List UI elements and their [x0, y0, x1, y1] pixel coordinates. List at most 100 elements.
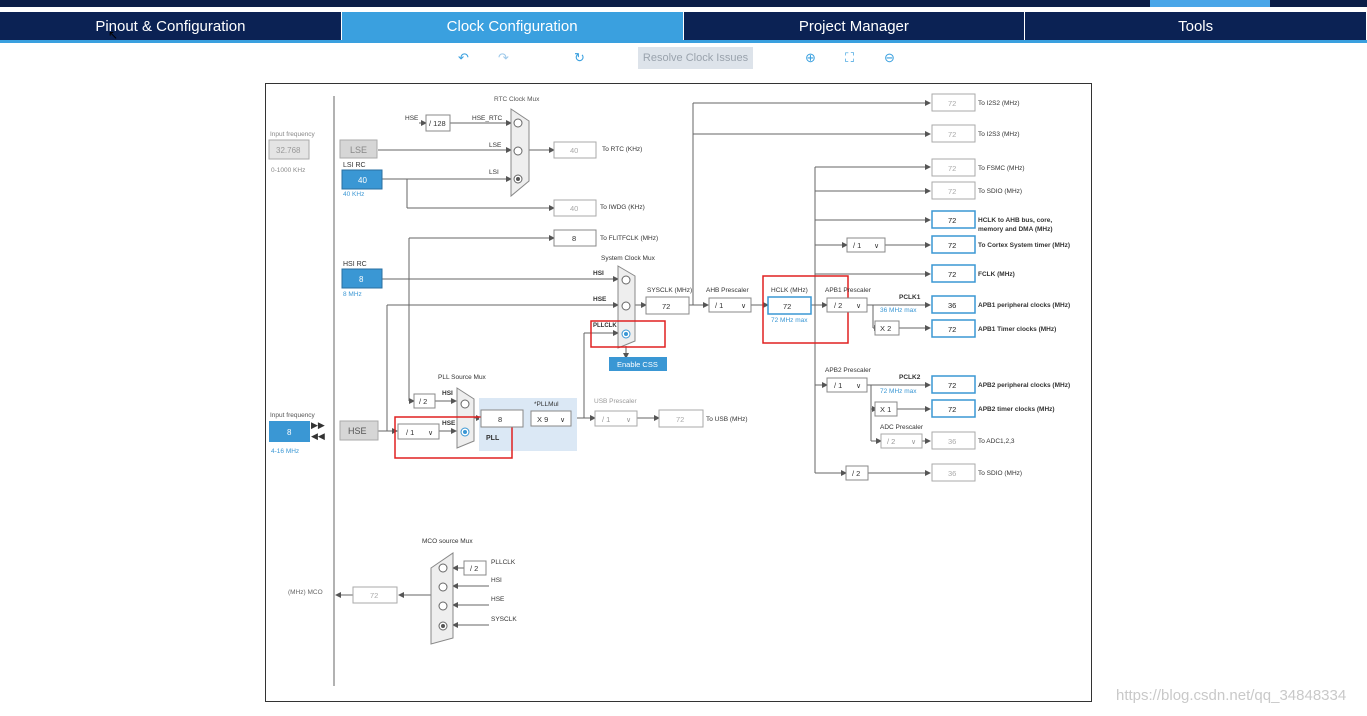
output-value-box[interactable] [931, 431, 976, 450]
usb-value: 72 [676, 415, 684, 424]
tab-pinout-configuration[interactable]: Pinout & Configuration [0, 12, 342, 40]
mco-hse-label: HSE [491, 596, 505, 603]
enable-css-button[interactable] [609, 357, 667, 371]
fit-screen-icon[interactable]: ⛶ [845, 50, 855, 65]
output-label: APB2 peripheral clocks (MHz) [978, 382, 1070, 389]
usb-prescaler-select[interactable] [594, 410, 638, 427]
rtc-lse-label: LSE [489, 142, 502, 149]
output-label: FCLK (MHz) [978, 271, 1015, 278]
hsi-note: 8 MHz [343, 291, 362, 298]
mco-hsi-label: HSI [491, 577, 502, 584]
tab-project-manager[interactable]: Project Manager [684, 12, 1026, 40]
main-tabs: Pinout & Configuration Clock Configurati… [0, 12, 1367, 40]
x2-box [874, 320, 900, 336]
hse-freq-value: 8 [287, 428, 292, 437]
output-value-box[interactable] [931, 158, 976, 177]
hclk-input[interactable] [767, 296, 812, 315]
apb2-prescaler-select[interactable] [826, 377, 868, 393]
clock-toolbar: ↶ ↷ ↻ Resolve Clock Issues ⊕ ⛶ ⊖ [0, 46, 1367, 70]
watermark: https://blog.csdn.net/qq_34848334 [1116, 687, 1347, 704]
output-label: To SDIO (MHz) [978, 470, 1022, 477]
div128: / 128 [429, 119, 446, 128]
output-value: 72 [948, 241, 956, 250]
output-label: HCLK to AHB bus, core, [978, 217, 1052, 224]
mco-div-box [463, 560, 487, 576]
rtc-lsi-label: LSI [489, 169, 499, 176]
apb1-prescaler-select[interactable] [826, 297, 868, 313]
cortex-prescaler-select[interactable] [846, 237, 886, 253]
pll-input-value: 8 [498, 415, 502, 424]
rtc-mux-radio-hse[interactable] [513, 118, 523, 128]
apb1-chevron-down-icon: ∨ [856, 303, 861, 310]
sdio-div-box [845, 465, 869, 481]
div128-box [425, 114, 451, 132]
resolve-clock-issues-button[interactable]: Resolve Clock Issues [638, 47, 753, 69]
apb1-prescaler-label: APB1 Prescaler [825, 287, 872, 294]
lse-box[interactable] [339, 139, 378, 159]
output-value-box[interactable] [931, 210, 976, 229]
hclk-max: 72 MHz max [771, 317, 808, 324]
pll-source-mux [456, 387, 475, 449]
mco-out-label: (MHz) MCO [288, 589, 323, 596]
output-value-box[interactable] [931, 181, 976, 200]
output-value-box[interactable] [931, 93, 976, 112]
tab-clock-configuration[interactable]: Clock Configuration [341, 12, 684, 40]
output-label: APB1 Timer clocks (MHz) [978, 326, 1056, 333]
output-value-box[interactable] [931, 463, 976, 482]
output-value-box[interactable] [931, 399, 976, 418]
output-value-box[interactable] [931, 124, 976, 143]
output-value-box[interactable] [931, 319, 976, 338]
sysmux-hse-label: HSE [593, 296, 607, 303]
osc-in-arrow-icon: ▶▶ [311, 420, 325, 430]
zoom-in-icon[interactable]: ⊕ [805, 50, 816, 65]
hse-prediv-chevron-down-icon: ∨ [428, 430, 433, 437]
rtc-mux-radio-dot [516, 177, 520, 181]
hse-prediv-select[interactable] [397, 423, 440, 440]
mco-radio-pllclk[interactable] [438, 563, 448, 573]
pll-source-highlight-box [394, 416, 513, 459]
sysclk-value: 72 [662, 302, 670, 311]
pclk2-label: PCLK2 [899, 374, 921, 381]
pllmul-select[interactable] [530, 410, 572, 427]
lsi-note: 40 KHz [343, 191, 364, 198]
output-label: To ADC1,2,3 [978, 438, 1015, 445]
pll-input-box [480, 409, 524, 428]
sysmux-radio-hsi[interactable] [621, 275, 631, 285]
adc-prescaler-label: ADC Prescaler [880, 424, 924, 431]
output-value-box[interactable] [931, 235, 976, 254]
zoom-out-icon[interactable]: ⊖ [884, 50, 895, 65]
cortex-chevron-down-icon: ∨ [874, 243, 879, 250]
lse-freq-box[interactable] [268, 139, 310, 160]
adc-prescaler-select[interactable] [880, 433, 923, 449]
hse-box[interactable] [339, 420, 379, 441]
output-value-box[interactable] [931, 264, 976, 283]
mco-pllclk-label: PLLCLK [491, 559, 516, 566]
pll-hsi-div: / 2 [419, 397, 427, 406]
iwdg-out-label: To IWDG (KHz) [600, 204, 645, 211]
hsi-rc-label: HSI RC [343, 261, 367, 268]
redo-icon[interactable]: ↷ [498, 50, 509, 65]
sysmux-radio-hse[interactable] [621, 301, 631, 311]
refresh-icon[interactable]: ↻ [574, 50, 585, 65]
pllmul-value: X 9 [537, 415, 548, 424]
sdio-div-label: / 2 [852, 469, 860, 478]
mco-mux-label: MCO source Mux [422, 538, 473, 545]
output-value-box[interactable] [931, 375, 976, 394]
hsi-value-box[interactable] [341, 268, 383, 289]
lsi-value-box[interactable] [341, 169, 383, 190]
output-value: 72 [948, 130, 956, 139]
output-label: APB2 timer clocks (MHz) [978, 406, 1055, 413]
undo-icon[interactable]: ↶ [458, 50, 469, 65]
mco-radio-hsi[interactable] [438, 582, 448, 592]
mco-radio-hse[interactable] [438, 601, 448, 611]
rtc-out-label: To RTC (KHz) [602, 146, 642, 153]
rtc-mux-radio-lse[interactable] [513, 146, 523, 156]
pll-src-radio-hsi[interactable] [460, 399, 470, 409]
tab-tools[interactable]: Tools [1025, 12, 1367, 40]
output-label: To I2S3 (MHz) [978, 131, 1020, 138]
pll-source-mux-label: PLL Source Mux [438, 374, 487, 381]
hse-prediv-value: / 1 [406, 428, 414, 437]
hse-freq-input[interactable] [269, 421, 310, 442]
ahb-prescaler-select[interactable] [708, 297, 752, 313]
output-value-box[interactable] [931, 295, 976, 314]
